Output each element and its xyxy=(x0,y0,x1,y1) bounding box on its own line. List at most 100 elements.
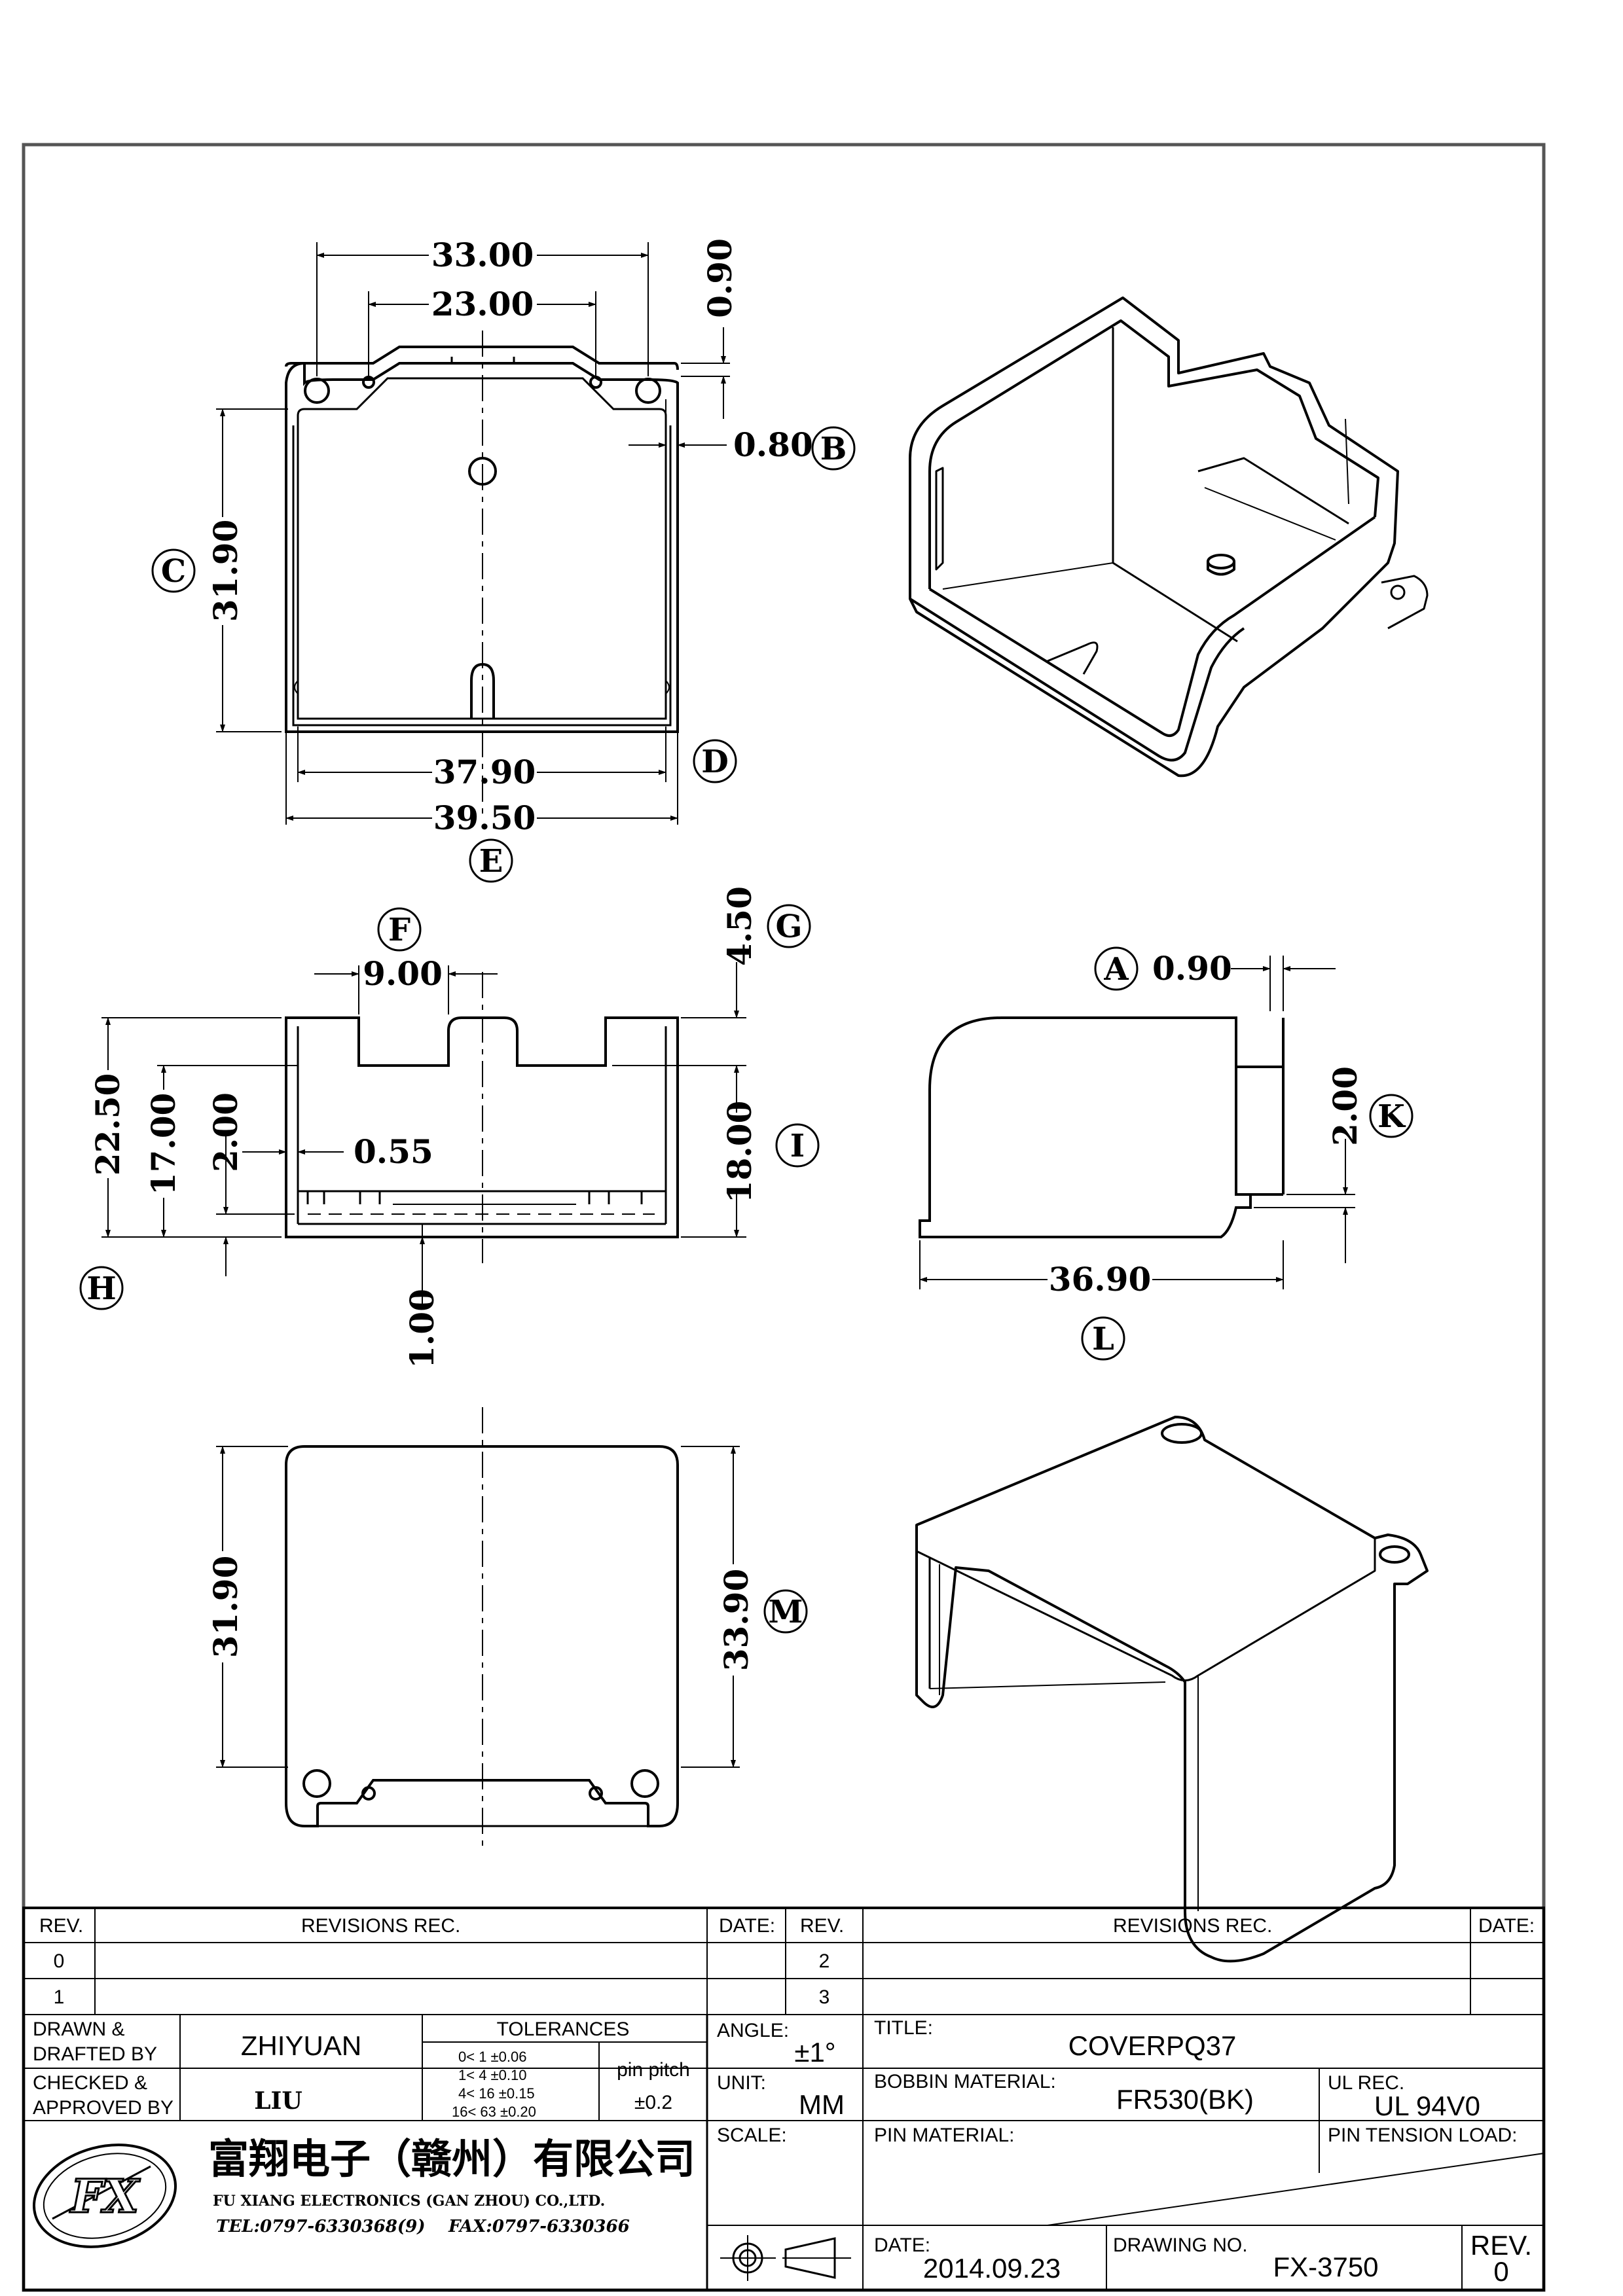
callout-C: C xyxy=(161,553,186,590)
title-value: COVERPQ37 xyxy=(1068,2030,1237,2061)
dim-37-90: 37.90 xyxy=(433,753,536,791)
logo-text: FX xyxy=(69,2169,141,2223)
company-fax: FAX:0797-6330366 xyxy=(448,2217,630,2236)
drawn-by: ZHIYUAN xyxy=(241,2030,361,2061)
callout-H: H xyxy=(86,1270,116,1307)
bobbin-label: BOBBIN MATERIAL: xyxy=(874,2071,1056,2092)
dim-4-50: 4.50 xyxy=(720,886,759,966)
callout-L: L xyxy=(1092,1321,1114,1357)
date-header-left: DATE: xyxy=(719,1915,775,1937)
dim-2-00-step: 2.00 xyxy=(1326,1066,1364,1146)
front-view-dimensions xyxy=(101,962,746,1309)
dim-23: 23.00 xyxy=(431,285,534,323)
ul-value: UL 94V0 xyxy=(1374,2090,1480,2121)
bottom-view-dimensions xyxy=(216,1446,740,1768)
angle-value: ±1° xyxy=(794,2037,835,2068)
callout-K: K xyxy=(1377,1098,1406,1135)
approved-label: APPROVED BY xyxy=(33,2097,173,2119)
isometric-view-closed xyxy=(915,1416,1429,1963)
dim-0-90-flange: 0.90 xyxy=(701,238,739,318)
rev-value: 0 xyxy=(1493,2256,1508,2287)
company-name-cn: 富翔电子（赣州）有限公司 xyxy=(208,2135,695,2183)
dim-31-90: 31.90 xyxy=(206,520,245,622)
tol-row-0: 0< 1 ±0.06 xyxy=(458,2049,526,2065)
checked-label: CHECKED & xyxy=(33,2072,147,2094)
dim-18-00: 18.00 xyxy=(720,1101,759,1204)
front-view-dimension-text: 9.00 4.50 22.50 17.00 2.00 0.55 18.00 1.… xyxy=(88,886,759,1369)
revisions-header-right: REVISIONS REC. xyxy=(1113,1915,1272,1937)
drafted-label: DRAFTED BY xyxy=(33,2043,157,2065)
side-view-callouts xyxy=(1081,946,1413,1361)
rev-row-2: 2 xyxy=(819,1950,830,1972)
top-view xyxy=(285,331,679,818)
top-view-callout-letters: B C D E xyxy=(161,431,847,880)
rev-header-mid: REV. xyxy=(800,1915,844,1937)
pin-material-label: PIN MATERIAL: xyxy=(874,2125,1014,2146)
rev-label: REV. xyxy=(1470,2230,1532,2261)
date-header-right: DATE: xyxy=(1478,1915,1535,1937)
side-view-callout-letters: A K L xyxy=(1092,951,1406,1357)
side-view xyxy=(919,1016,1285,1238)
dim-1-00: 1.00 xyxy=(403,1289,441,1369)
dim-0-55: 0.55 xyxy=(354,1132,433,1171)
callout-E: E xyxy=(479,843,503,880)
ul-label: UL REC. xyxy=(1328,2072,1404,2094)
side-view-dimensions xyxy=(919,956,1355,1289)
revisions-header-left: REVISIONS REC. xyxy=(301,1915,460,1937)
callout-F: F xyxy=(388,912,410,948)
drawn-label: DRAWN & xyxy=(33,2018,125,2040)
side-view-dimension-text: 0.90 2.00 36.90 xyxy=(1049,949,1364,1299)
dim-31-90-bottom: 31.90 xyxy=(206,1556,245,1659)
top-view-callouts xyxy=(151,426,856,883)
rev-row-3: 3 xyxy=(819,1986,830,2008)
bottom-view-dimension-text: 31.90 33.90 xyxy=(206,1556,756,1672)
scale-label: SCALE: xyxy=(717,2125,787,2146)
tolerances-label: TOLERANCES xyxy=(497,2018,630,2040)
unit-label: UNIT: xyxy=(717,2072,766,2094)
title-label: TITLE: xyxy=(874,2017,933,2039)
dim-33: 33.00 xyxy=(431,236,534,274)
company-name-en: FU XIANG ELECTRONICS (GAN ZHOU) CO.,LTD. xyxy=(213,2193,605,2210)
company-tel: TEL:0797-6330368(9) xyxy=(216,2217,426,2236)
drawing-no-label: DRAWING NO. xyxy=(1113,2234,1248,2256)
unit-value: MM xyxy=(799,2089,845,2120)
dim-0-80-wall: 0.80 xyxy=(733,425,813,464)
callout-D: D xyxy=(701,744,729,780)
tol-row-1: 1< 4 ±0.10 xyxy=(458,2067,526,2083)
isometric-view-open xyxy=(909,296,1429,778)
pin-pitch-label: pin pitch xyxy=(617,2059,690,2081)
rev-row-1: 1 xyxy=(54,1986,65,2008)
callout-A: A xyxy=(1103,951,1129,988)
date-label: DATE: xyxy=(874,2234,930,2256)
drawing-border xyxy=(22,143,1546,2292)
callout-G: G xyxy=(776,908,803,945)
front-view-callouts xyxy=(79,904,820,1310)
callout-I: I xyxy=(790,1128,805,1164)
dim-9-00: 9.00 xyxy=(363,954,443,993)
top-view-dimension-text: 33.00 23.00 0.90 0.80 31.90 37.90 39.50 xyxy=(206,236,813,837)
tol-row-2: 4< 16 ±0.15 xyxy=(458,2085,535,2102)
pin-tension-label: PIN TENSION LOAD: xyxy=(1328,2125,1518,2146)
dim-33-90: 33.90 xyxy=(717,1569,756,1672)
front-view xyxy=(285,972,679,1263)
bottom-view-callouts xyxy=(763,1589,808,1634)
dim-39-50: 39.50 xyxy=(433,798,536,837)
dim-2-00: 2.00 xyxy=(206,1092,245,1172)
dim-17-00: 17.00 xyxy=(144,1093,183,1196)
projection-symbol-icon xyxy=(720,2235,851,2281)
bobbin-value: FR530(BK) xyxy=(1116,2084,1254,2115)
dim-0-90-lip: 0.90 xyxy=(1152,949,1232,988)
top-view-dimensions xyxy=(216,242,730,825)
title-block-grid xyxy=(22,1907,1545,2291)
date-value: 2014.09.23 xyxy=(923,2253,1061,2284)
rev-header-left: REV. xyxy=(39,1915,83,1937)
checked-by: LIU xyxy=(254,2087,302,2115)
dim-36-90: 36.90 xyxy=(1049,1260,1152,1299)
company-logo: FX xyxy=(32,2144,177,2248)
angle-label: ANGLE: xyxy=(717,2020,789,2041)
bottom-view xyxy=(285,1407,679,1852)
drawing-no-value: FX-3750 xyxy=(1273,2251,1378,2282)
pin-pitch-value: ±0.2 xyxy=(634,2092,672,2113)
callout-M: M xyxy=(768,1594,803,1630)
title-block-text: REV. REVISIONS REC. DATE: REV. REVISIONS… xyxy=(33,1915,1535,2287)
